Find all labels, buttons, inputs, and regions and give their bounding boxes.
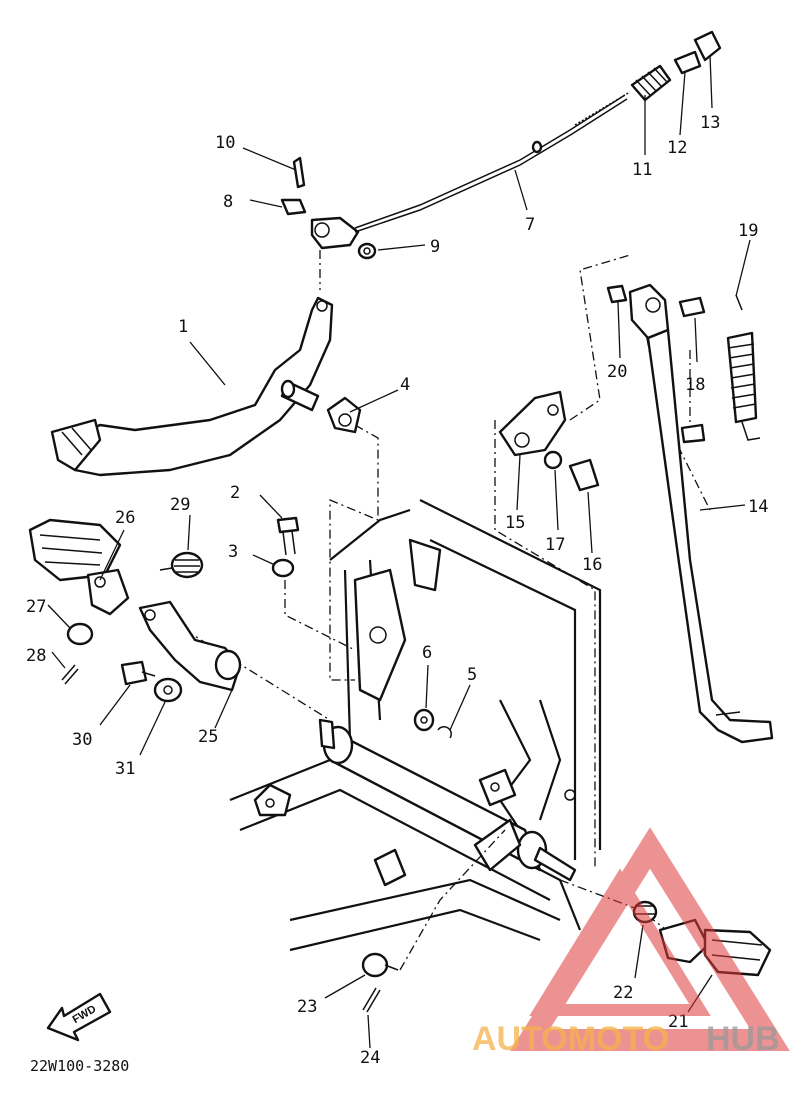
part-label-27: 27 [26, 597, 46, 617]
stand-bracket [498, 390, 567, 457]
part-label-15: 15 [505, 513, 525, 533]
part-label-8: 8 [223, 192, 233, 212]
pin-23-24 [361, 952, 399, 1013]
part-label-11: 11 [632, 160, 652, 180]
watermark-inner-triangle-icon [529, 868, 711, 1016]
part-label-26: 26 [115, 508, 135, 528]
part-label-29: 29 [170, 495, 190, 515]
part-label-20: 20 [607, 362, 627, 382]
adjuster-spring [630, 30, 722, 102]
part-label-10: 10 [215, 133, 235, 153]
part-label-21: 21 [668, 1012, 688, 1032]
washers-5-6 [413, 708, 452, 739]
bolt-and-nut [271, 516, 300, 578]
fwd-arrow: FWD [46, 992, 112, 1042]
part-number-labels: 1 2 3 4 5 6 7 8 9 10 11 12 13 14 15 16 1… [26, 113, 768, 1068]
part-label-16: 16 [582, 555, 602, 575]
part-label-12: 12 [667, 138, 687, 158]
part-label-22: 22 [613, 983, 633, 1003]
frame-structure [229, 499, 602, 952]
watermark-text-a: AUTOMOTO [472, 1020, 669, 1058]
watermark-triangle-icon [510, 827, 790, 1051]
part-label-31: 31 [115, 759, 135, 779]
clip-part [326, 396, 362, 434]
brake-pedal [50, 296, 334, 477]
footrest-left [28, 518, 130, 616]
part-label-19: 19 [738, 221, 758, 241]
part-label-1: 1 [178, 317, 188, 337]
part-label-18: 18 [685, 375, 705, 395]
part-label-3: 3 [228, 542, 238, 562]
pin-and-washer [280, 156, 377, 260]
part-label-6: 6 [422, 643, 432, 663]
part-label-23: 23 [297, 997, 317, 1017]
part-label-9: 9 [430, 237, 440, 257]
leader-lines [47, 54, 751, 1049]
part-label-24: 24 [360, 1048, 380, 1068]
stand-fasteners [543, 284, 761, 492]
part-label-14: 14 [748, 497, 768, 517]
footrest-fasteners [61, 622, 183, 703]
part-label-30: 30 [72, 730, 92, 750]
part-label-2: 2 [230, 483, 240, 503]
brake-rod [310, 91, 631, 250]
watermark-text-b: HUB [706, 1020, 780, 1058]
part-label-13: 13 [700, 113, 720, 133]
part-label-7: 7 [525, 215, 535, 235]
watermark-logo [510, 827, 790, 1051]
side-stand [628, 283, 774, 744]
footrest-bracket [138, 600, 242, 692]
drawing-code: 22W100-3280 [30, 1057, 129, 1075]
part-label-4: 4 [400, 375, 410, 395]
part-label-5: 5 [467, 665, 477, 685]
part-label-25: 25 [198, 727, 218, 747]
part-label-17: 17 [545, 535, 565, 555]
footrest-spring [159, 551, 204, 579]
part-label-28: 28 [26, 646, 46, 666]
